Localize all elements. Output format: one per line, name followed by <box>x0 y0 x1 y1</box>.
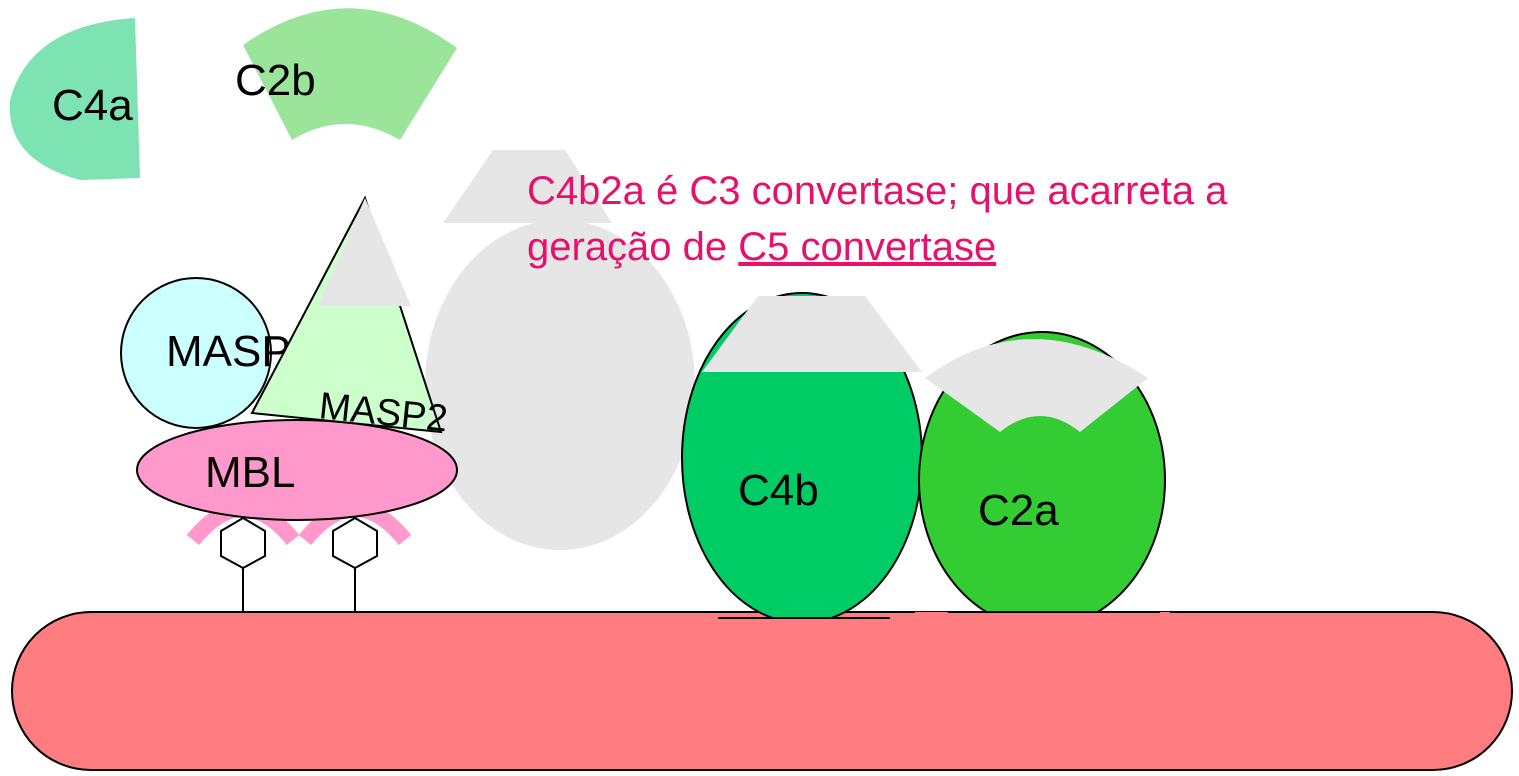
c5-convertase-link[interactable]: C5 convertase <box>738 225 997 269</box>
masp2-molecule: MASP2 <box>250 195 450 440</box>
ghost-c2-top <box>443 150 612 223</box>
mbl-molecule: MBL <box>136 419 458 521</box>
c2b-body <box>243 8 457 141</box>
c2a-molecule: C2a <box>915 331 1170 632</box>
caption-line-1: C4b2a é C3 convertase; que acarreta a <box>527 169 1228 213</box>
c4b-clip <box>680 618 930 630</box>
c4a-fragment: C4a <box>9 18 140 180</box>
carbohydrate-ligands <box>220 516 378 612</box>
c4a-body <box>9 18 140 180</box>
masp1-molecule: MASP <box>120 277 291 429</box>
masp2-body <box>250 195 443 434</box>
mbl-body <box>136 419 458 521</box>
c2a-label: C2a <box>978 486 1059 535</box>
cell-surface <box>11 611 1513 771</box>
c2b-label: C2b <box>235 56 316 105</box>
c4b-molecule: C4b <box>680 292 930 630</box>
c2b-fragment: C2b <box>235 8 457 141</box>
ghost-c2-ellipse <box>425 220 695 550</box>
caption-text: C4b2a é C3 convertase; que acarreta a ge… <box>527 163 1487 275</box>
sugar-hexagon-1 <box>220 516 266 570</box>
c4b-label: C4b <box>738 466 819 515</box>
c4b-cap <box>702 296 922 372</box>
ghost-shapes <box>425 150 695 550</box>
masp2-cap <box>318 198 411 306</box>
c2a-notch <box>925 339 1148 432</box>
caption-line-2: geração de C5 convertase <box>527 219 1487 275</box>
c4a-label: C4a <box>52 81 133 130</box>
masp1-label: MASP <box>166 327 291 376</box>
sugar-hexagon-2 <box>332 516 378 570</box>
masp1-body <box>120 277 272 429</box>
caption-line-2-prefix: geração de <box>527 225 728 269</box>
mbl-label: MBL <box>205 448 295 497</box>
